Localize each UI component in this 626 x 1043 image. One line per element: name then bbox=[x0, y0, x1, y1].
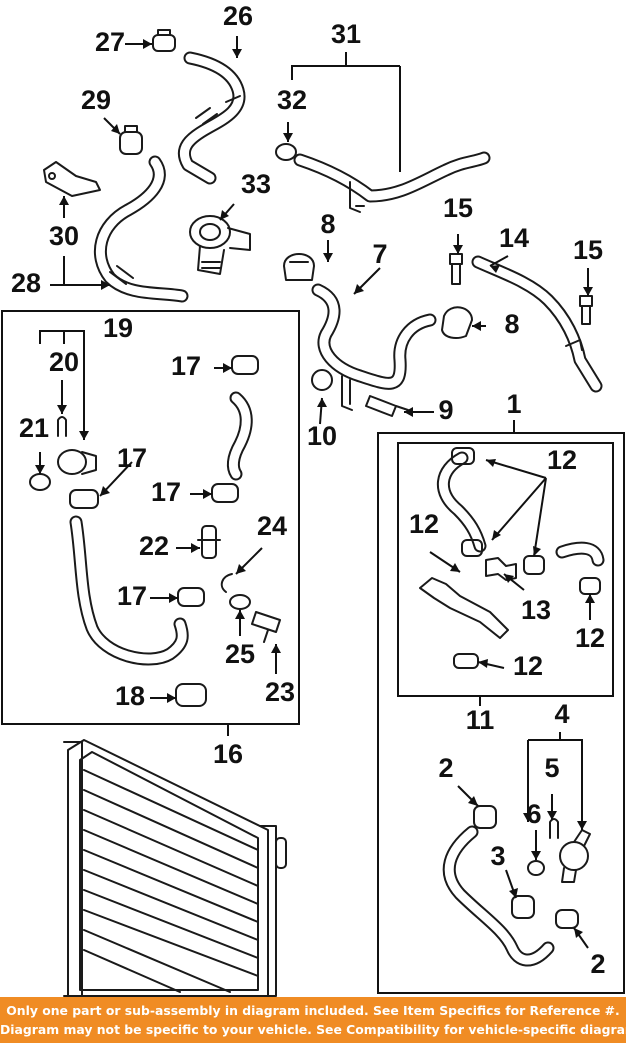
hose-clamp-27 bbox=[152, 29, 176, 52]
hose-group-11-frame bbox=[397, 442, 614, 697]
cap-10 bbox=[311, 369, 353, 411]
hose-clamp-8-right bbox=[441, 306, 473, 339]
hose-clamp-29 bbox=[119, 125, 143, 155]
hose-group-1-parts bbox=[442, 805, 591, 967]
callout-9: 9 bbox=[438, 395, 453, 425]
leader-lines bbox=[39, 36, 591, 949]
callout-6: 6 bbox=[526, 799, 541, 829]
o-ring-25 bbox=[229, 594, 251, 610]
callout-17: 17 bbox=[117, 581, 147, 611]
hose-group-1-frame bbox=[377, 432, 625, 994]
clip-24 bbox=[220, 573, 233, 593]
callout-3: 3 bbox=[490, 841, 505, 871]
hose-long-16 bbox=[69, 515, 189, 666]
upper-coolant-hose bbox=[177, 51, 246, 185]
callout-2: 2 bbox=[438, 753, 453, 783]
hose-short-17 bbox=[226, 391, 253, 481]
callout-5: 5 bbox=[544, 753, 559, 783]
callout-31: 31 bbox=[331, 19, 361, 49]
hose-group-11-parts bbox=[419, 447, 605, 669]
callout-19: 19 bbox=[103, 313, 133, 343]
hose-clamp-8-upper bbox=[283, 253, 315, 281]
clamp-17-a bbox=[231, 355, 259, 375]
callout-17: 17 bbox=[117, 443, 147, 473]
callout-12: 12 bbox=[409, 509, 439, 539]
coolant-pipe-14 bbox=[471, 255, 603, 393]
callout-16: 16 bbox=[213, 739, 243, 769]
temp-sensor-23 bbox=[251, 611, 281, 643]
clip-20 bbox=[57, 416, 67, 437]
sensor-9 bbox=[365, 395, 409, 417]
callout-15: 15 bbox=[573, 235, 603, 265]
callout-25: 25 bbox=[225, 639, 255, 669]
o-ring-32 bbox=[275, 143, 297, 161]
callout-18: 18 bbox=[115, 681, 145, 711]
callout-30: 30 bbox=[49, 221, 79, 251]
callout-24: 24 bbox=[257, 511, 287, 541]
clamp-18 bbox=[175, 683, 207, 707]
callout-11: 11 bbox=[466, 705, 495, 735]
bolt-15-left bbox=[449, 253, 463, 285]
clamp-17-c bbox=[69, 489, 99, 509]
thermostat-housing-33 bbox=[189, 215, 251, 275]
callout-29: 29 bbox=[81, 85, 111, 115]
clamp-17-d bbox=[177, 587, 205, 607]
bracket-30 bbox=[43, 161, 101, 197]
disclaimer-line-2: Diagram may not be specific to your vehi… bbox=[0, 1022, 626, 1037]
callout-20: 20 bbox=[49, 347, 79, 377]
callout-8: 8 bbox=[320, 209, 335, 239]
disclaimer-banner: Only one part or sub-assembly in diagram… bbox=[0, 997, 626, 1043]
hose-group-16-frame bbox=[1, 310, 300, 725]
callout-14: 14 bbox=[499, 223, 529, 253]
callout-26: 26 bbox=[223, 1, 253, 31]
callout-7: 7 bbox=[372, 239, 387, 269]
coolant-pipe-31 bbox=[293, 151, 491, 213]
bolt-15-right bbox=[579, 295, 593, 325]
arrowheads bbox=[35, 39, 595, 938]
callout-12: 12 bbox=[575, 623, 605, 653]
parts-diagram: 1 2 2 3 4 5 6 7 8 8 9 10 11 12 12 12 12 … bbox=[1, 1, 625, 997]
callout-22: 22 bbox=[139, 531, 169, 561]
callout-23: 23 bbox=[265, 677, 295, 707]
connector-22 bbox=[197, 525, 221, 559]
callout-27: 27 bbox=[95, 27, 125, 57]
callout-4: 4 bbox=[554, 699, 569, 729]
flange-19 bbox=[57, 449, 97, 475]
callout-labels: 1 2 2 3 4 5 6 7 8 8 9 10 11 12 12 12 12 … bbox=[11, 1, 606, 979]
callout-10: 10 bbox=[307, 421, 337, 451]
callout-21: 21 bbox=[19, 413, 49, 443]
clamp-17-b bbox=[211, 483, 239, 503]
callout-17: 17 bbox=[171, 351, 201, 381]
radiator bbox=[63, 739, 287, 997]
callout-13: 13 bbox=[521, 595, 551, 625]
callout-12: 12 bbox=[547, 445, 577, 475]
o-ring-21 bbox=[29, 473, 51, 491]
callout-2: 2 bbox=[590, 949, 605, 979]
callout-28: 28 bbox=[11, 268, 41, 298]
callout-8: 8 bbox=[504, 309, 519, 339]
callout-12: 12 bbox=[513, 651, 543, 681]
callout-17: 17 bbox=[151, 477, 181, 507]
coolant-hose-28 bbox=[93, 155, 189, 303]
coolant-hose-7 bbox=[311, 283, 437, 390]
callout-32: 32 bbox=[277, 85, 307, 115]
callout-15: 15 bbox=[443, 193, 473, 223]
callout-1: 1 bbox=[506, 389, 521, 419]
callout-33: 33 bbox=[241, 169, 271, 199]
disclaimer-line-1: Only one part or sub-assembly in diagram… bbox=[6, 1003, 620, 1018]
